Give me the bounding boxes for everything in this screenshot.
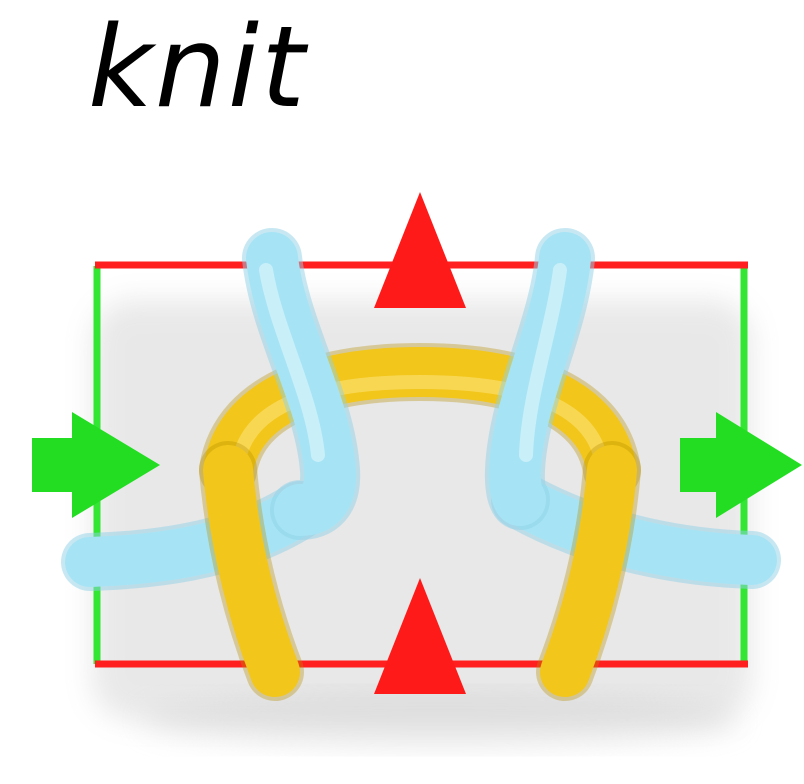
floor-shadow (140, 694, 740, 746)
red-triangle-up-icon (374, 192, 466, 308)
